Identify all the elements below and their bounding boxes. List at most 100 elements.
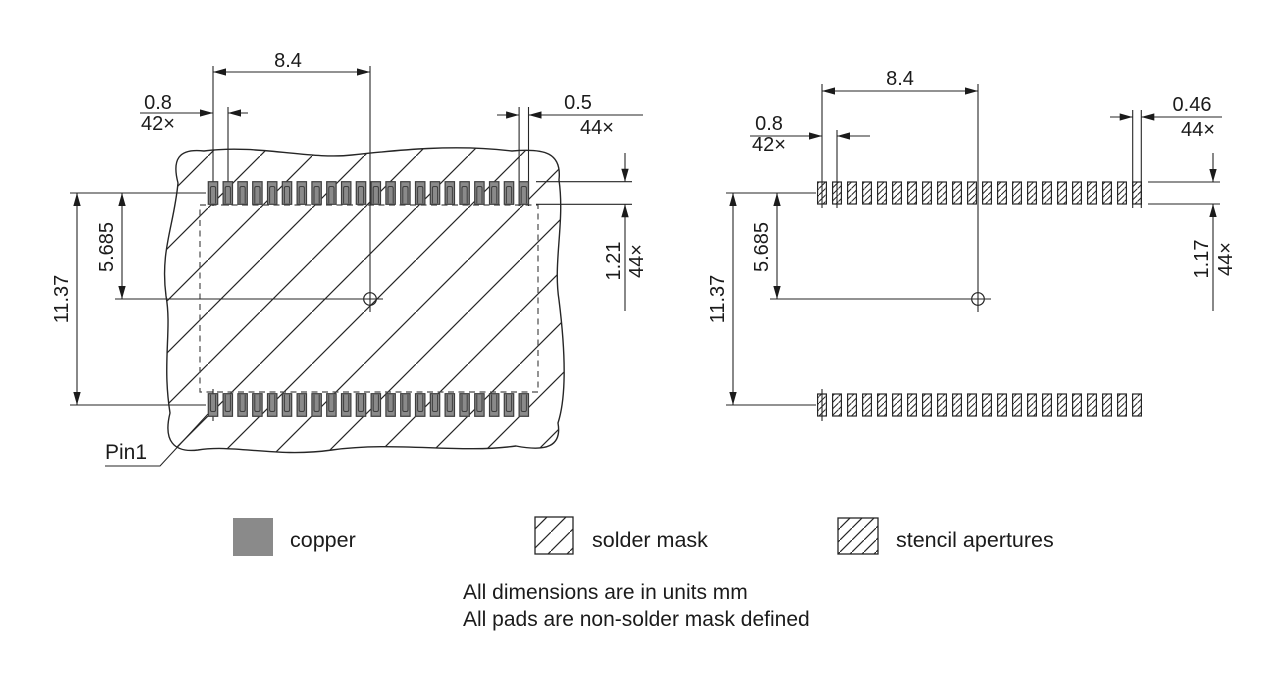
- copper-pad: [474, 181, 485, 205]
- stencil-outline-on-pad: [476, 394, 483, 412]
- stencil-aperture: [951, 181, 962, 205]
- copper-pad: [311, 393, 322, 417]
- dim-aperture-pitch: 0.8: [755, 113, 783, 135]
- stencil-outline-on-pad: [461, 186, 468, 204]
- stencil-outline-on-pad: [372, 394, 379, 412]
- stencil-aperture: [876, 393, 887, 417]
- copper-pad-row-top: [207, 181, 530, 205]
- stencil-outline-on-pad: [239, 394, 246, 412]
- right-dimension-lines: [729, 87, 1222, 405]
- stencil-aperture: [861, 393, 872, 417]
- copper-pad: [252, 181, 263, 205]
- copper-pad: [326, 181, 337, 205]
- copper-pad: [296, 393, 308, 417]
- copper-pad: [459, 393, 470, 417]
- stencil-aperture: [1041, 393, 1052, 417]
- note-mask-defined: All pads are non-solder mask defined: [463, 608, 810, 631]
- copper-pad: [444, 393, 456, 417]
- stencil-outline-on-pad: [357, 394, 365, 412]
- stencil-aperture: [966, 181, 977, 205]
- copper-pad: [370, 393, 382, 417]
- copper-pad: [340, 393, 352, 417]
- stencil-aperture: [1131, 393, 1142, 417]
- copper-pad: [488, 393, 500, 417]
- stencil-outline-on-pad: [505, 394, 513, 412]
- copper-pad: [414, 393, 426, 417]
- stencil-aperture: [1041, 181, 1052, 205]
- stencil-outline-on-pad: [491, 186, 498, 204]
- stencil-outline-on-pad: [254, 186, 261, 204]
- left-dimension-lines: [73, 68, 643, 405]
- note-units: All dimensions are in units mm: [463, 581, 748, 604]
- copper-pad: [488, 181, 500, 205]
- copper-pad: [340, 181, 352, 205]
- stencil-outline-on-pad: [520, 186, 527, 204]
- copper-pad: [326, 393, 337, 417]
- stencil-aperture: [1056, 393, 1067, 417]
- stencil-aperture: [831, 393, 842, 417]
- stencil-outline-on-pad: [372, 186, 379, 204]
- stencil-aperture: [906, 181, 917, 205]
- stencil-aperture: [1131, 181, 1142, 205]
- dim-aperture-height: 1.17: [1191, 240, 1213, 279]
- stencil-aperture: [966, 393, 977, 417]
- copper-pad: [207, 181, 219, 205]
- copper-pad: [414, 181, 426, 205]
- stencil-aperture: [816, 393, 827, 417]
- legend-swatch-solder-mask-hatch: [535, 517, 573, 554]
- stencil-aperture: [1086, 393, 1097, 417]
- stencil-aperture: [936, 393, 947, 417]
- legend-swatch-copper: [233, 518, 273, 556]
- stencil-aperture: [861, 181, 872, 205]
- stencil-outline-on-pad: [224, 394, 231, 412]
- copper-pad: [400, 181, 411, 205]
- stencil-aperture: [921, 181, 932, 205]
- stencil-outline-on-pad: [283, 186, 291, 204]
- stencil-outline-on-pad: [328, 186, 335, 204]
- dim-row-half-span-right: 5.685: [751, 222, 773, 272]
- stencil-aperture: [846, 393, 857, 417]
- stencil-aperture: [996, 181, 1007, 205]
- legend-label-solder-mask: solder mask: [592, 528, 708, 552]
- copper-pad: [222, 393, 234, 417]
- stencil-aperture-row-top: [816, 181, 1142, 205]
- stencil-outline-on-pad: [328, 394, 335, 412]
- stencil-aperture: [1026, 393, 1037, 417]
- stencil-aperture: [996, 393, 1007, 417]
- stencil-aperture: [891, 181, 902, 205]
- stencil-aperture: [1101, 181, 1112, 205]
- stencil-aperture: [906, 393, 917, 417]
- stencil-aperture: [1011, 393, 1022, 417]
- stencil-aperture: [1086, 181, 1097, 205]
- legend-swatch-stencil-apertures-hatch: [838, 518, 878, 554]
- dim-pad-height: 1.21: [603, 242, 625, 281]
- stencil-outline-on-pad: [298, 394, 305, 412]
- center-marker-right: [971, 292, 985, 306]
- stencil-outline-on-pad: [283, 394, 291, 412]
- stencil-outline-on-pad: [446, 394, 453, 412]
- stencil-aperture: [1116, 181, 1127, 205]
- copper-pad: [503, 393, 515, 417]
- left-extension-lines: [70, 66, 632, 421]
- copper-pad: [518, 393, 530, 417]
- stencil-aperture: [936, 181, 947, 205]
- stencil-aperture: [816, 181, 827, 205]
- copper-pad: [222, 181, 234, 205]
- dim-row-span-left: 11.37: [51, 275, 73, 324]
- stencil-outline-on-pad: [491, 394, 498, 412]
- stencil-aperture: [921, 393, 932, 417]
- stencil-outline-on-pad: [209, 186, 217, 204]
- stencil-outline-on-pad: [387, 186, 394, 204]
- dim-pad-height-count: 44×: [626, 244, 648, 278]
- stencil-aperture: [891, 393, 902, 417]
- dim-pad-width-count: 44×: [580, 117, 614, 139]
- stencil-outline-on-pad: [402, 186, 409, 204]
- copper-pad-row-bottom: [207, 393, 530, 417]
- copper-pad: [266, 393, 278, 417]
- copper-pad: [237, 393, 248, 417]
- dim-aperture-height-count: 44×: [1215, 242, 1237, 276]
- stencil-outline-on-pad: [357, 186, 365, 204]
- copper-pad: [296, 181, 308, 205]
